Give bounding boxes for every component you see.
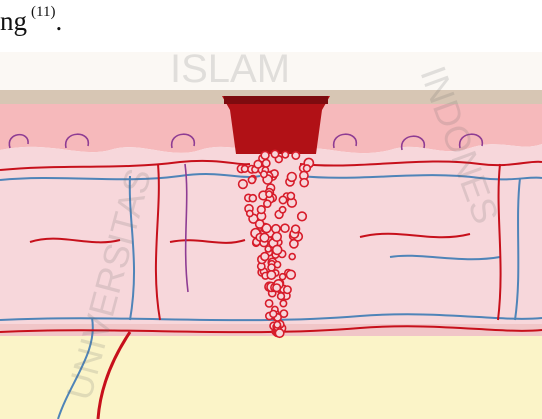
blood-cell: [279, 196, 286, 203]
blood-cell: [266, 300, 273, 307]
blood-cell: [292, 225, 300, 233]
blood-cell: [260, 233, 269, 242]
blood-cell: [272, 232, 281, 241]
blood-cell: [275, 329, 283, 337]
blood-cell: [264, 200, 271, 207]
blood-cell: [287, 173, 296, 182]
blood-cell: [278, 293, 285, 300]
blood-cell: [280, 274, 286, 280]
blood-cell: [239, 180, 248, 189]
blood-cell: [281, 224, 289, 232]
blood-cell: [298, 212, 307, 221]
blood-cell: [258, 206, 266, 214]
blood-cell: [287, 192, 294, 199]
blood-cell: [262, 224, 271, 233]
blood-cell: [261, 171, 267, 177]
blood-cell: [266, 191, 272, 197]
blood-cell: [261, 151, 269, 159]
blood-cell: [270, 311, 277, 318]
blood-cell: [287, 270, 296, 279]
diagram-svg: ISLAM INDONES UNIVERSITAS: [0, 52, 542, 419]
blood-cell: [282, 152, 288, 158]
blood-cell: [247, 210, 253, 216]
blood-cell: [292, 152, 299, 159]
text-fragment: ng: [0, 6, 27, 36]
blood-cell: [304, 165, 311, 172]
blood-cell: [284, 286, 291, 293]
cupping-skin-diagram: ISLAM INDONES UNIVERSITAS: [0, 52, 542, 419]
blood-cell: [272, 225, 280, 233]
blood-cell: [254, 160, 262, 168]
blood-cell: [268, 264, 275, 271]
blood-cell: [271, 150, 278, 157]
blood-cell: [280, 207, 286, 213]
blood-cell: [267, 271, 275, 279]
document-text-fragment: ng(11).: [0, 0, 542, 50]
watermark-word-islam: ISLAM: [170, 52, 290, 91]
blood-cell: [242, 166, 249, 173]
blood-cell: [249, 195, 256, 202]
cupping-cup-icon: [222, 96, 330, 154]
blood-cell: [261, 253, 269, 261]
blood-cell: [273, 284, 281, 292]
blood-cell: [289, 254, 295, 260]
trailing-punctuation: .: [55, 6, 62, 36]
blood-cell: [248, 176, 255, 183]
text-line: ng(11).: [0, 8, 62, 35]
blood-cell: [280, 310, 287, 317]
blood-cell: [273, 245, 282, 254]
blood-cell: [280, 300, 286, 306]
citation-superscript: (11): [31, 4, 55, 20]
blood-cell: [274, 322, 280, 328]
blood-cell: [300, 179, 308, 187]
cup-rim: [224, 96, 328, 104]
